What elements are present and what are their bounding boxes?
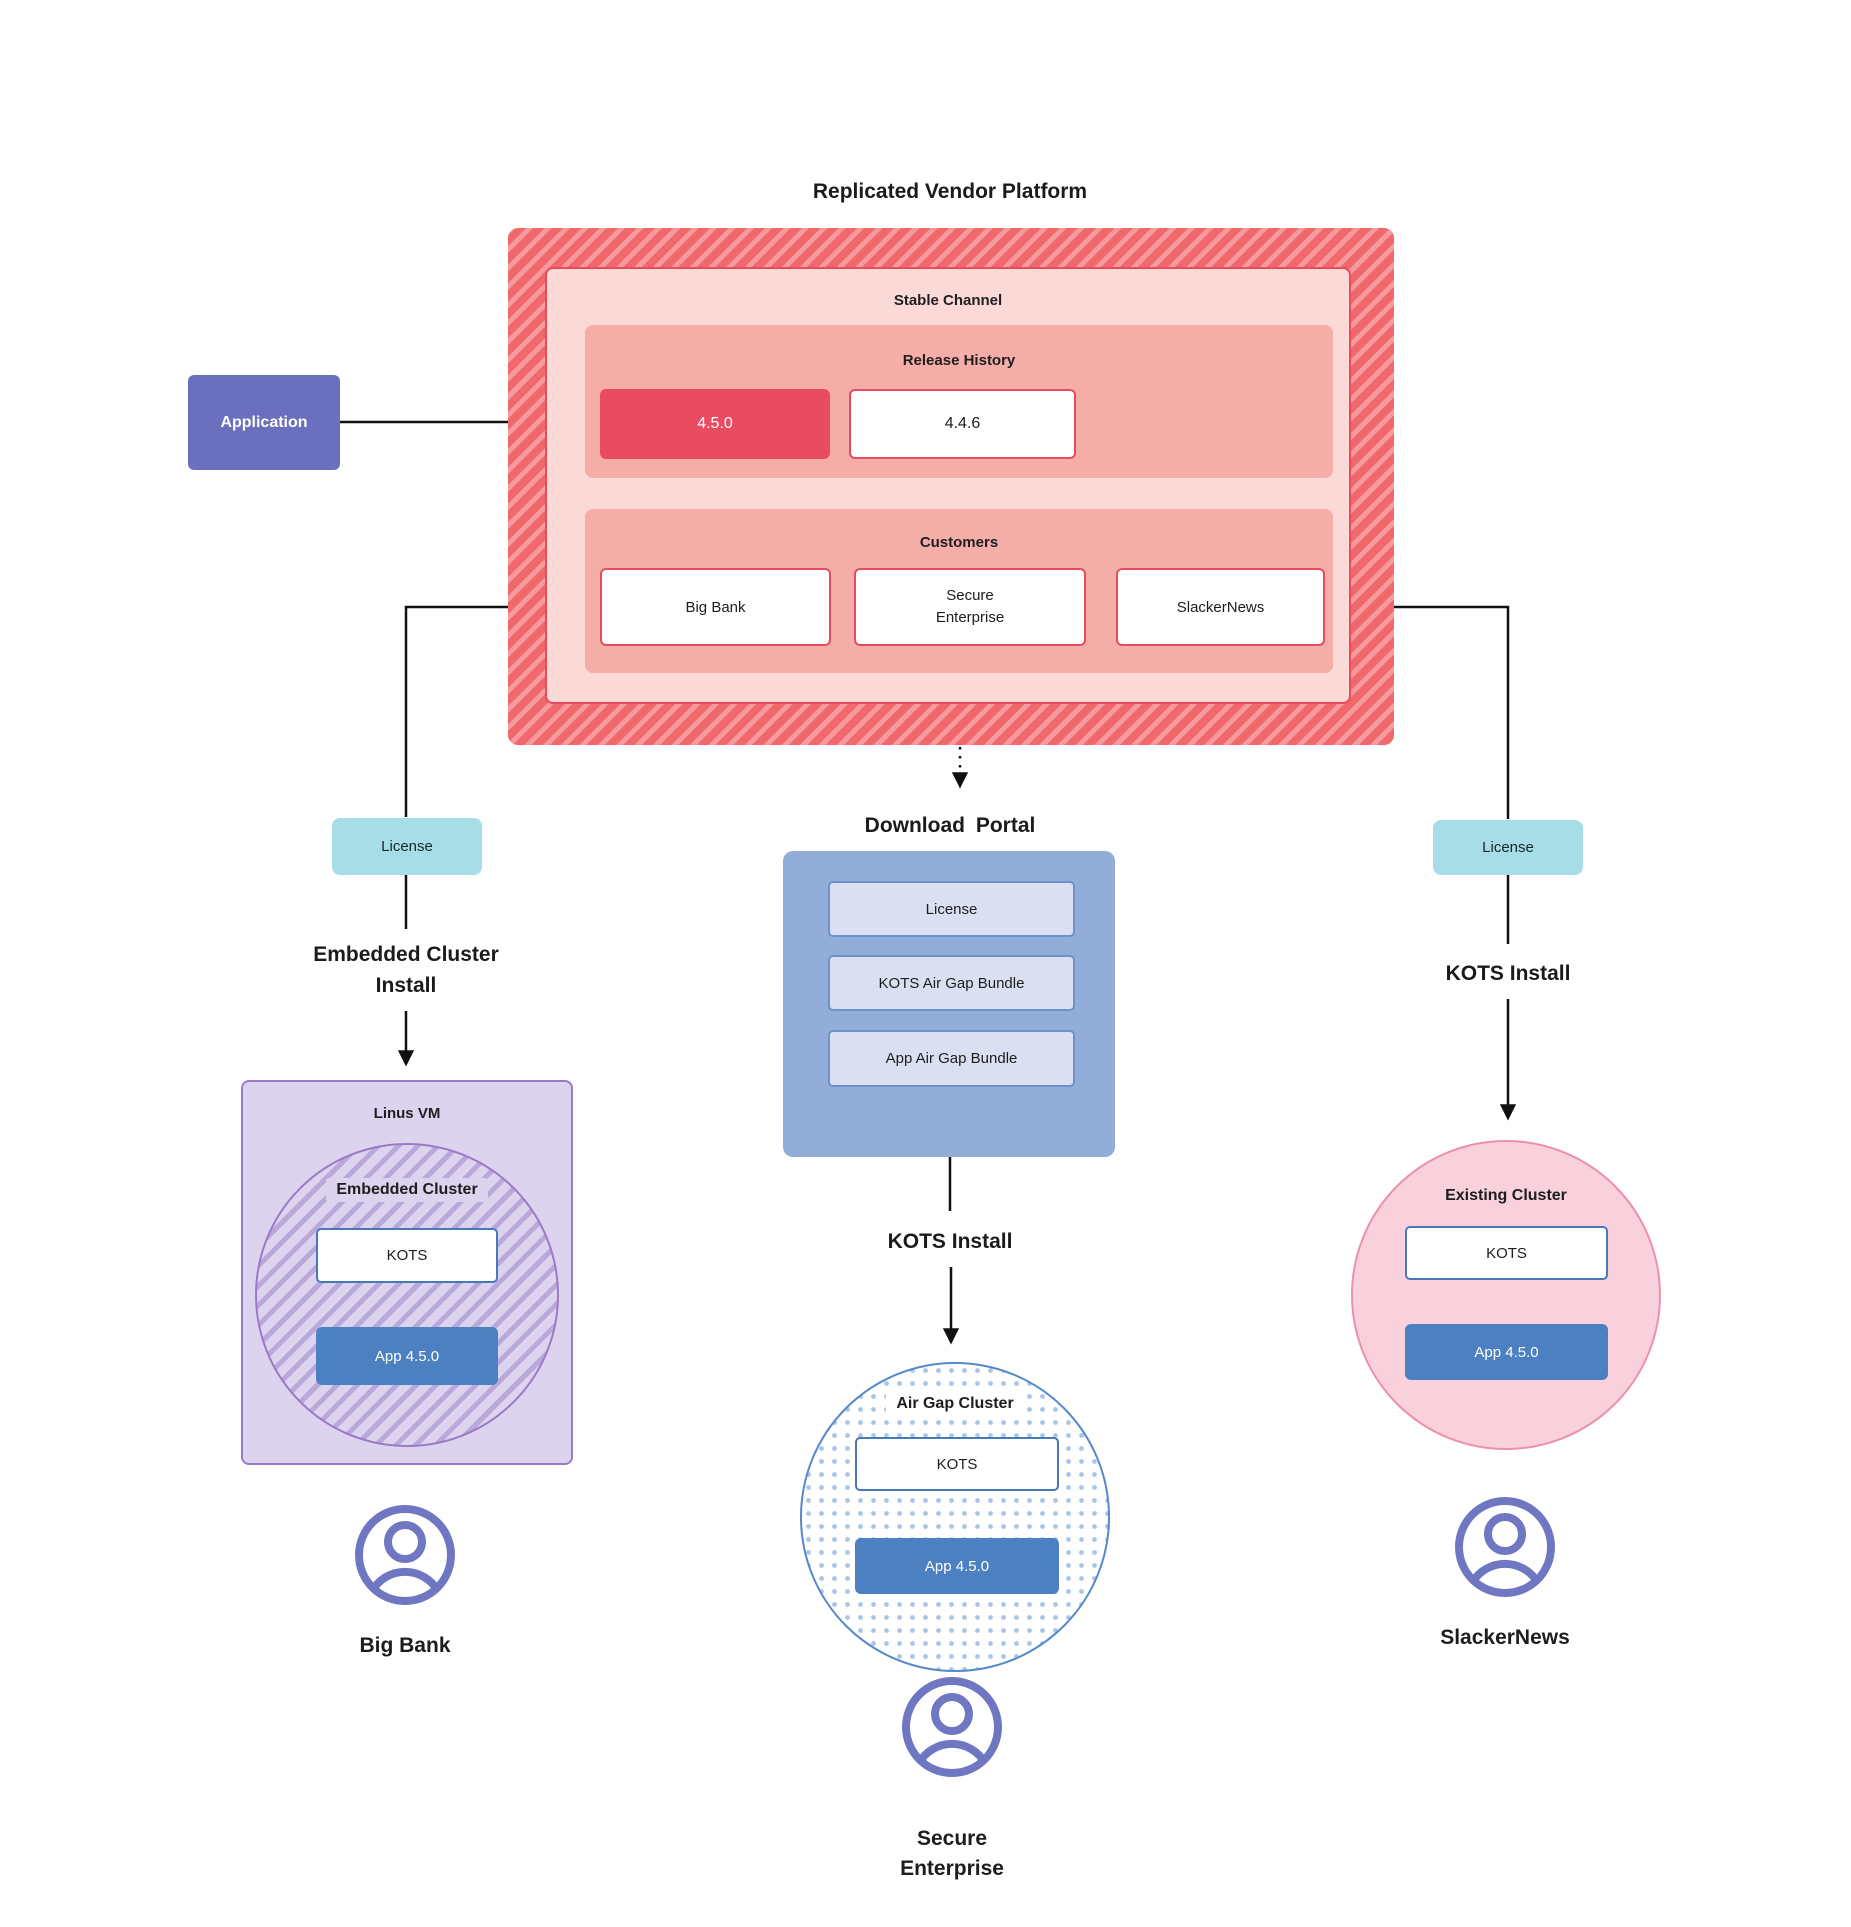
license-box-right: License: [1433, 820, 1583, 875]
portal-app-airgap-bundle-box: App Air Gap Bundle: [828, 1030, 1075, 1087]
release-history-label: Release History: [902, 351, 1016, 369]
kots-install-label-middle: KOTS Install: [887, 1229, 1013, 1253]
user-icon: [902, 1677, 1002, 1777]
customer-slackernews: SlackerNews: [1116, 568, 1325, 646]
portal-license-box: License: [828, 881, 1075, 937]
customer-big-bank: Big Bank: [600, 568, 831, 646]
app-box-left: App 4.5.0: [316, 1327, 498, 1385]
download-portal-title: Download Portal: [864, 813, 1036, 837]
customer-secure-enterprise-label: Secure Enterprise: [935, 587, 1005, 626]
user-icon: [355, 1505, 455, 1605]
app-box-right: App 4.5.0: [1405, 1324, 1608, 1380]
user-icon: [1455, 1497, 1555, 1597]
user-label-big-bank: Big Bank: [359, 1634, 451, 1657]
embedded-cluster-install-line2: Install: [375, 974, 437, 997]
release-4-5-0: 4.5.0: [600, 389, 830, 459]
portal-kots-airgap-bundle-box: KOTS Air Gap Bundle: [828, 955, 1075, 1011]
user-label-secure-enterprise: Secure Enterprise: [852, 1824, 1052, 1884]
kots-box-right: KOTS: [1405, 1226, 1608, 1280]
user-label-secure: Secure: [916, 1827, 988, 1850]
kots-box-left: KOTS: [316, 1228, 498, 1283]
diagram-title: Replicated Vendor Platform: [812, 180, 1088, 203]
license-box-left: License: [332, 818, 482, 875]
user-label-slackernews: SlackerNews: [1440, 1626, 1570, 1649]
customer-secure-enterprise: Secure Enterprise: [854, 568, 1086, 646]
kots-install-label-right: KOTS Install: [1445, 961, 1571, 985]
release-4-4-6: 4.4.6: [849, 389, 1076, 459]
linus-vm-label: Linus VM: [373, 1104, 441, 1122]
kots-box-middle: KOTS: [855, 1437, 1059, 1491]
existing-cluster-title: Existing Cluster: [1445, 1187, 1567, 1204]
app-box-middle: App 4.5.0: [855, 1538, 1059, 1594]
existing-cluster-circle: [1351, 1140, 1661, 1450]
air-gap-cluster-title: Air Gap Cluster: [800, 1392, 1110, 1416]
user-label-enterprise: Enterprise: [900, 1857, 1004, 1880]
stable-channel-label: Stable Channel: [893, 291, 1003, 309]
embedded-cluster-install-line1: Embedded Cluster: [313, 943, 499, 966]
air-gap-cluster-circle: [800, 1362, 1110, 1672]
embedded-cluster-title: Embedded Cluster: [255, 1178, 559, 1202]
application-box: Application: [188, 375, 340, 470]
customers-label: Customers: [919, 533, 999, 551]
embedded-cluster-install-label: Embedded Cluster Install: [246, 939, 566, 1001]
